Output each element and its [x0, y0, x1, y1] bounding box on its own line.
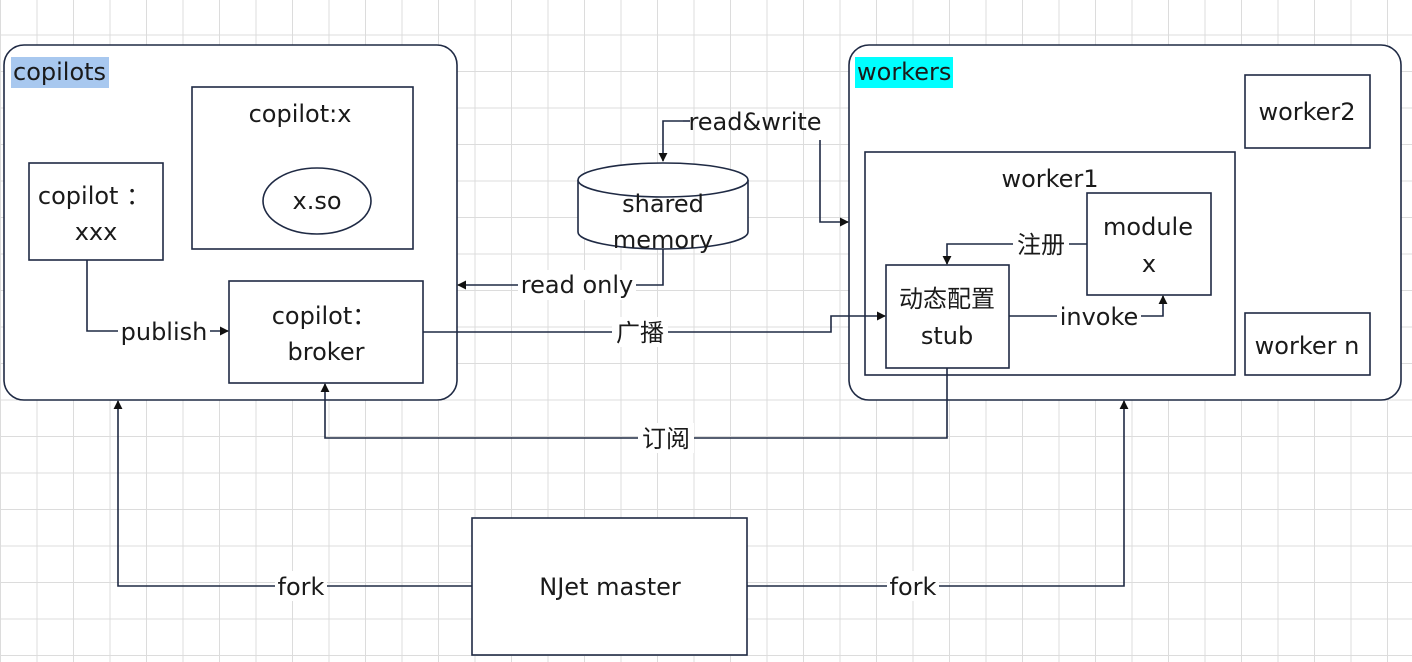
- stub-node: 动态配置 stub: [885, 264, 1010, 369]
- shared-memory-label-line1: shared: [622, 190, 704, 218]
- register-label-bg: [1013, 229, 1069, 259]
- shared-memory-node: shared memory: [577, 162, 749, 254]
- workers-title: workers: [857, 58, 951, 86]
- copilots-title-highlight: [11, 57, 109, 88]
- register-label: 注册: [1017, 231, 1065, 259]
- fork-right-edge: [747, 400, 1129, 587]
- worker-n-label: worker n: [1255, 332, 1360, 360]
- broadcast-label: 广播: [616, 319, 664, 347]
- fork-left-label-bg: [275, 571, 327, 601]
- broker-node: copilot： broker: [228, 280, 424, 384]
- worker2-box: [1244, 74, 1371, 149]
- worker-n-node: worker n: [1244, 312, 1371, 376]
- shared-memory-top: [577, 162, 749, 198]
- stub-box: [885, 264, 1010, 369]
- copilot-xxx-label-line2: xxx: [75, 218, 118, 246]
- x-so-label: x.so: [292, 187, 341, 215]
- module-x-node: module x: [1086, 192, 1212, 296]
- broadcast-label-bg: [612, 317, 668, 347]
- broker-label-line2: broker: [288, 338, 365, 366]
- publish-label-bg: [118, 316, 210, 346]
- invoke-label: invoke: [1060, 303, 1139, 331]
- njet-master-node: NJet master: [471, 517, 748, 656]
- stub-label-line2: stub: [921, 322, 973, 350]
- copilot-x-node: copilot:x x.so: [191, 86, 414, 250]
- subscribe-label-bg: [638, 423, 694, 453]
- subscribe-edge: [320, 368, 948, 439]
- njet-master-box: [471, 517, 748, 656]
- copilot-x-label: copilot:x: [249, 100, 352, 128]
- njet-master-label: NJet master: [539, 573, 681, 601]
- copilot-xxx-box: [28, 162, 164, 261]
- broker-box: [228, 280, 424, 384]
- fork-right-label: fork: [890, 573, 937, 601]
- module-x-box: [1086, 192, 1212, 296]
- invoke-label-bg: [1057, 301, 1141, 331]
- fork-right-label-bg: [887, 571, 939, 601]
- worker-n-box: [1244, 312, 1371, 376]
- copilot-xxx-node: copilot ： xxx: [28, 162, 164, 261]
- read-only-label: read only: [521, 271, 633, 299]
- copilots-title: copilots: [13, 58, 106, 86]
- read-write-label: read&write: [688, 108, 821, 136]
- module-x-label-line2: x: [1142, 250, 1156, 278]
- read-only-label-bg: [518, 270, 636, 300]
- x-so-ellipse: [262, 167, 372, 235]
- read-write-to-memory-edge: [658, 120, 683, 162]
- fork-left-label: fork: [278, 573, 325, 601]
- worker1-label: worker1: [1001, 165, 1098, 193]
- stub-label-line1: 动态配置: [899, 285, 995, 313]
- module-x-label-line1: module: [1103, 213, 1193, 241]
- worker2-node: worker2: [1244, 74, 1371, 149]
- copilot-xxx-label-line1: copilot ：: [38, 182, 150, 210]
- read-write-to-workers-edge: [819, 140, 849, 227]
- workers-title-highlight: [855, 57, 953, 88]
- subscribe-label: 订阅: [642, 425, 690, 453]
- fork-left-edge: [113, 400, 472, 587]
- broker-label-line1: copilot：: [272, 302, 377, 330]
- publish-label: publish: [121, 318, 208, 346]
- shared-memory-body: [577, 180, 749, 250]
- worker2-label: worker2: [1258, 98, 1355, 126]
